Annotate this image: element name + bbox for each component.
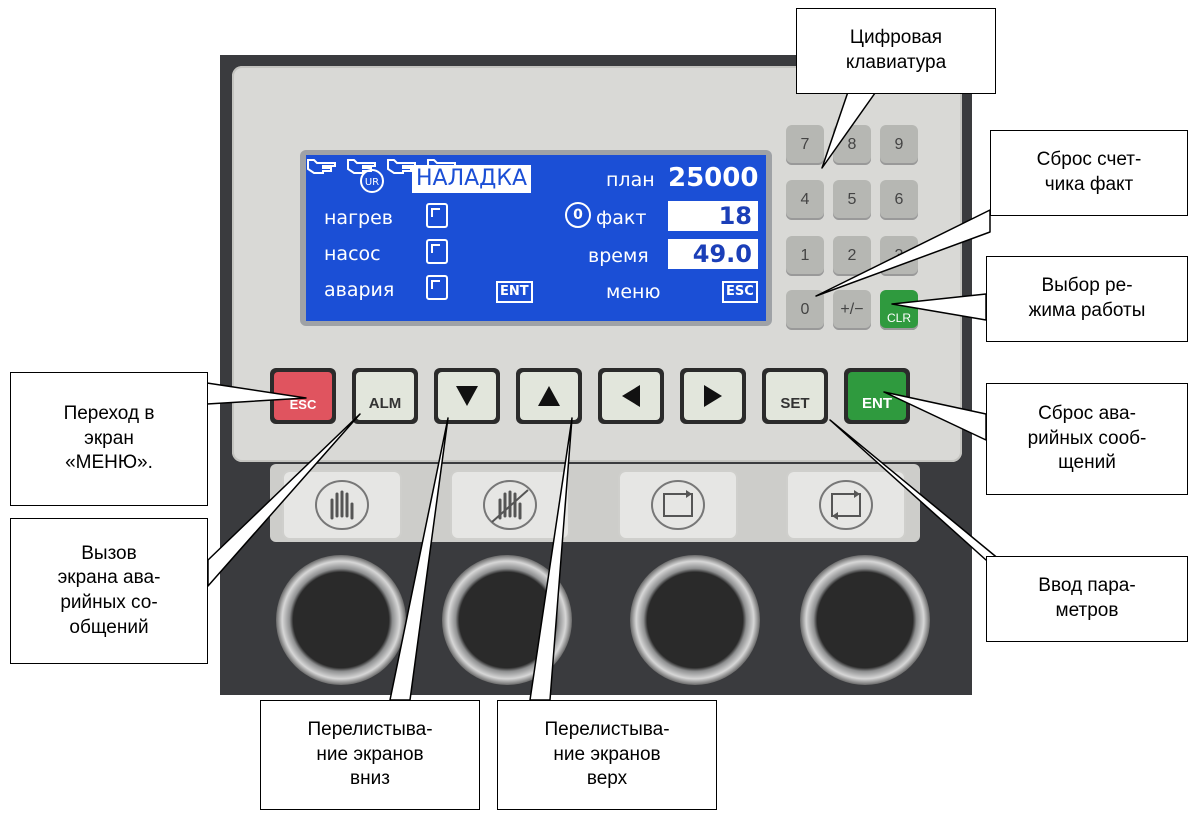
single-cycle-knob[interactable] xyxy=(630,555,760,685)
reset-alarms-pointer xyxy=(883,391,987,441)
ur-badge-icon: UR xyxy=(360,169,384,193)
triangle-right-icon xyxy=(704,385,722,407)
key-plus-minus[interactable]: +/− xyxy=(833,290,871,330)
reset-alarms-callout-text: Сброс ава- рийных сооб- щений xyxy=(1027,402,1147,474)
key-2[interactable]: 2 xyxy=(833,236,871,276)
auto-cycle-icon xyxy=(819,480,873,530)
menu-label: меню xyxy=(606,281,661,303)
keypad-callout: Цифровая клавиатура xyxy=(796,8,996,94)
esc-button[interactable]: ESC xyxy=(270,368,336,424)
auto-cycle-plate xyxy=(786,470,906,540)
auto-cycle-knob[interactable] xyxy=(800,555,930,685)
triangle-left-icon xyxy=(622,385,640,407)
key-6[interactable]: 6 xyxy=(880,180,918,220)
hand-stop-icon xyxy=(315,480,369,530)
time-label: время xyxy=(588,245,649,267)
key-9[interactable]: 9 xyxy=(880,125,918,165)
alm-button[interactable]: ALM xyxy=(352,368,418,424)
key-8[interactable]: 8 xyxy=(833,125,871,165)
pump-label: насос xyxy=(324,243,381,265)
alarm-screen-pointer xyxy=(207,413,361,587)
alarm-screen-callout: Вызов экрана ава- рийных со- общений xyxy=(10,518,208,664)
key-5[interactable]: 5 xyxy=(833,180,871,220)
reset-zero-icon: 0 xyxy=(565,202,591,228)
menu-callout-text: Переход в экран «МЕНЮ». xyxy=(63,402,155,474)
key-4[interactable]: 4 xyxy=(786,180,824,220)
key-1[interactable]: 1 xyxy=(786,236,824,276)
set-button[interactable]: SET xyxy=(762,368,828,424)
pump-indicator xyxy=(426,239,448,264)
alarm-indicator xyxy=(426,275,448,300)
param-input-callout: Ввод пара- метров xyxy=(986,556,1188,642)
mode-select-callout-text: Выбор ре- жима работы xyxy=(1028,275,1146,321)
page-down-callout: Перелистыва- ние экранов вниз xyxy=(260,700,480,810)
key-0[interactable]: 0 xyxy=(786,290,824,330)
reset-fact-callout-text: Сброс счет- чика факт xyxy=(1036,149,1142,195)
param-input-callout-text: Ввод пара- метров xyxy=(1038,575,1136,621)
key-7[interactable]: 7 xyxy=(786,125,824,165)
right-button[interactable] xyxy=(680,368,746,424)
alarm-label: авария xyxy=(324,279,395,301)
manual-hand-plate xyxy=(450,470,570,540)
alm-button-label: ALM xyxy=(368,395,402,412)
stop-knob[interactable] xyxy=(276,555,406,685)
lcd-screen: UR НАЛАДКА план 25000 нагрев 0 факт 18 н… xyxy=(306,155,766,321)
fact-label: факт xyxy=(596,207,647,229)
page-down-callout-text: Перелистыва- ние экранов вниз xyxy=(307,718,433,790)
page-up-pointer xyxy=(529,417,573,701)
menu-pointer xyxy=(206,382,307,405)
time-value[interactable]: 49.0 xyxy=(668,239,758,269)
key-clr[interactable]: CLR xyxy=(880,290,918,330)
down-button[interactable] xyxy=(434,368,500,424)
heat-indicator xyxy=(426,203,448,228)
single-cycle-plate xyxy=(618,470,738,540)
reset-fact-pointer xyxy=(815,209,991,297)
up-button[interactable] xyxy=(516,368,582,424)
esc-tag: ESC xyxy=(722,281,758,303)
pointing-hand-icon xyxy=(347,159,377,174)
hand-manual-icon xyxy=(483,480,537,530)
ent-button-label: ENT xyxy=(862,395,892,412)
ent-tag: ENT xyxy=(496,281,533,303)
reset-fact-callout: Сброс счет- чика факт xyxy=(990,130,1188,216)
triangle-up-icon xyxy=(538,386,560,406)
alarm-screen-callout-text: Вызов экрана ава- рийных со- общений xyxy=(57,542,161,638)
triangle-down-icon xyxy=(456,386,478,406)
keypad-pointer xyxy=(821,85,881,169)
stop-hand-plate xyxy=(282,470,402,540)
set-button-label: SET xyxy=(780,395,810,412)
param-input-pointer xyxy=(829,419,1001,561)
heat-label: нагрев xyxy=(324,207,393,229)
mode-select-callout: Выбор ре- жима работы xyxy=(986,256,1188,342)
reset-alarms-callout: Сброс ава- рийных сооб- щений xyxy=(986,383,1188,495)
single-cycle-icon xyxy=(651,480,705,530)
left-button[interactable] xyxy=(598,368,664,424)
plan-value[interactable]: 25000 xyxy=(668,163,759,193)
page-down-pointer xyxy=(389,417,449,701)
mode-select-pointer xyxy=(891,293,987,321)
plan-label: план xyxy=(606,169,655,191)
page-up-callout: Перелистыва- ние экранов верх xyxy=(497,700,717,810)
menu-callout: Переход в экран «МЕНЮ». xyxy=(10,372,208,506)
mode-title[interactable]: НАЛАДКА xyxy=(412,165,532,193)
esc-button-label: ESC xyxy=(289,397,317,412)
pointing-hand-icon xyxy=(387,159,417,174)
fact-value[interactable]: 18 xyxy=(668,201,758,231)
page-up-callout-text: Перелистыва- ние экранов верх xyxy=(544,718,670,790)
keypad-callout-text: Цифровая клавиатура xyxy=(845,27,947,73)
pointing-hand-icon xyxy=(307,159,336,174)
